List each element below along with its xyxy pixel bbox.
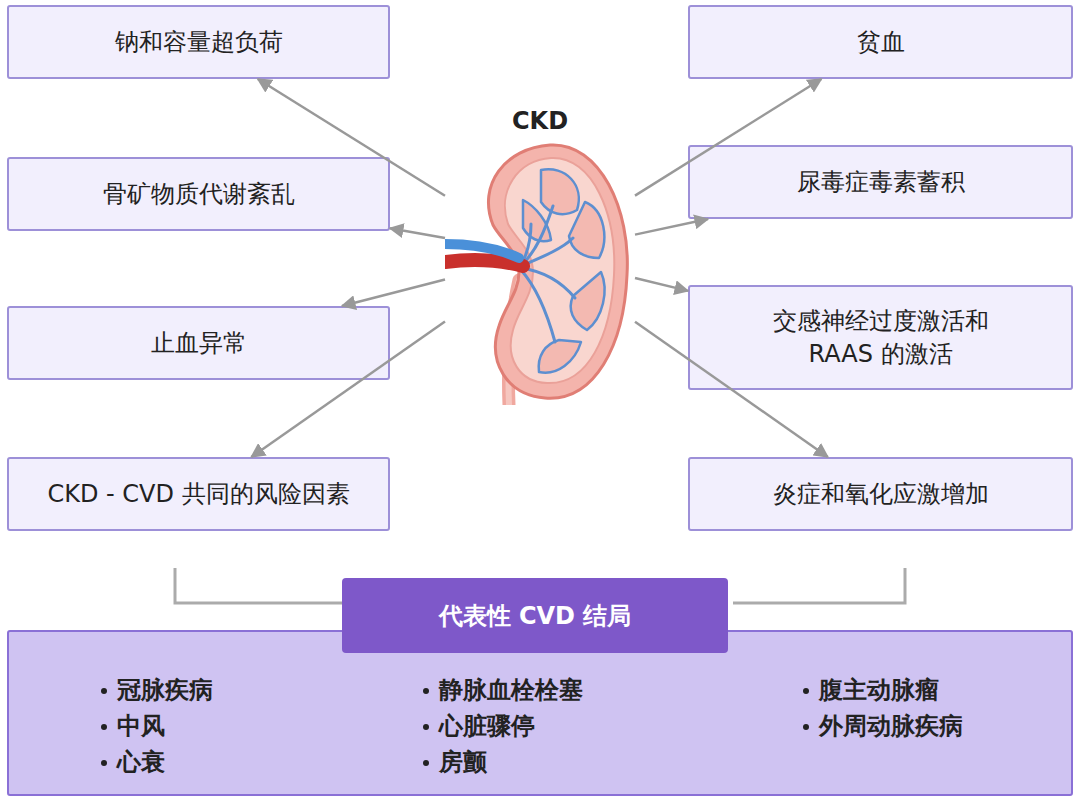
bullet-dot [101,760,107,766]
factor-text: 尿毒症毒素蓄积 [797,166,965,199]
bracket-line [733,568,905,603]
arrow-connector [342,279,445,306]
factor-text: 交感神经过度激活和 RAAS 的激活 [756,305,1006,371]
renal-artery [445,260,523,266]
arrow-connector [258,79,445,196]
factor-text: CKD - CVD 共同的风险因素 [47,478,349,511]
outcome-item: 冠脉疾病 [117,675,213,705]
factor-box: 尿毒症毒素蓄积 [688,145,1073,219]
kidney-pyramid [571,272,605,330]
bullet-dot [101,724,107,730]
kidney-illustration [445,140,635,405]
outcome-item: 心衰 [117,747,165,777]
factor-text: 炎症和氧化应激增加 [773,478,989,511]
renal-vein [445,244,519,258]
kidney-vessel [521,270,555,342]
factor-box: 止血异常 [7,306,390,380]
factor-text: 骨矿物质代谢紊乱 [103,178,295,211]
factor-box: 骨矿物质代谢紊乱 [7,157,390,231]
kidney-outline [488,145,627,398]
arrow-connector [635,322,828,457]
arrow-connector [251,321,445,457]
outcome-item: 腹主动脉瘤 [819,675,939,705]
bullet-dot [101,688,107,694]
outcome-item: 中风 [117,711,165,741]
kidney-node: CKD [445,105,635,405]
factor-box: 炎症和氧化应激增加 [688,457,1073,531]
factor-box: 交感神经过度激活和 RAAS 的激活 [688,285,1073,390]
arrow-connector [635,79,821,196]
outcome-panel: 代表性 CVD 结局冠脉疾病中风心衰静脉血栓栓塞心脏骤停房颤腹主动脉瘤外周动脉疾… [7,630,1073,796]
arrow-connector [635,278,688,291]
factor-box: 钠和容量超负荷 [7,5,390,79]
factor-box: 贫血 [688,5,1073,79]
kidney-pyramid [539,340,581,373]
bullet-dot [423,724,429,730]
bullet-dot [423,760,429,766]
factor-box: CKD - CVD 共同的风险因素 [7,457,390,531]
factor-text: 钠和容量超负荷 [115,26,283,59]
outcome-item: 静脉血栓栓塞 [439,675,583,705]
bullet-dot [803,688,809,694]
bullet-dot [803,724,809,730]
organ-label: CKD [445,107,635,135]
bracket-line [175,568,347,603]
factor-text: 止血异常 [151,327,247,360]
arrow-connector [635,219,708,235]
outcome-item: 房颤 [439,747,487,777]
factor-text: 贫血 [857,26,905,59]
kidney-pyramid [541,169,579,214]
panel-heading: 代表性 CVD 结局 [342,578,728,653]
kidney-pyramid [569,202,604,258]
outcome-item: 外周动脉疾病 [819,711,963,741]
arrow-connector [390,228,445,238]
bullet-dot [423,688,429,694]
outcome-item: 心脏骤停 [439,711,535,741]
kidney-vessel [521,206,553,266]
